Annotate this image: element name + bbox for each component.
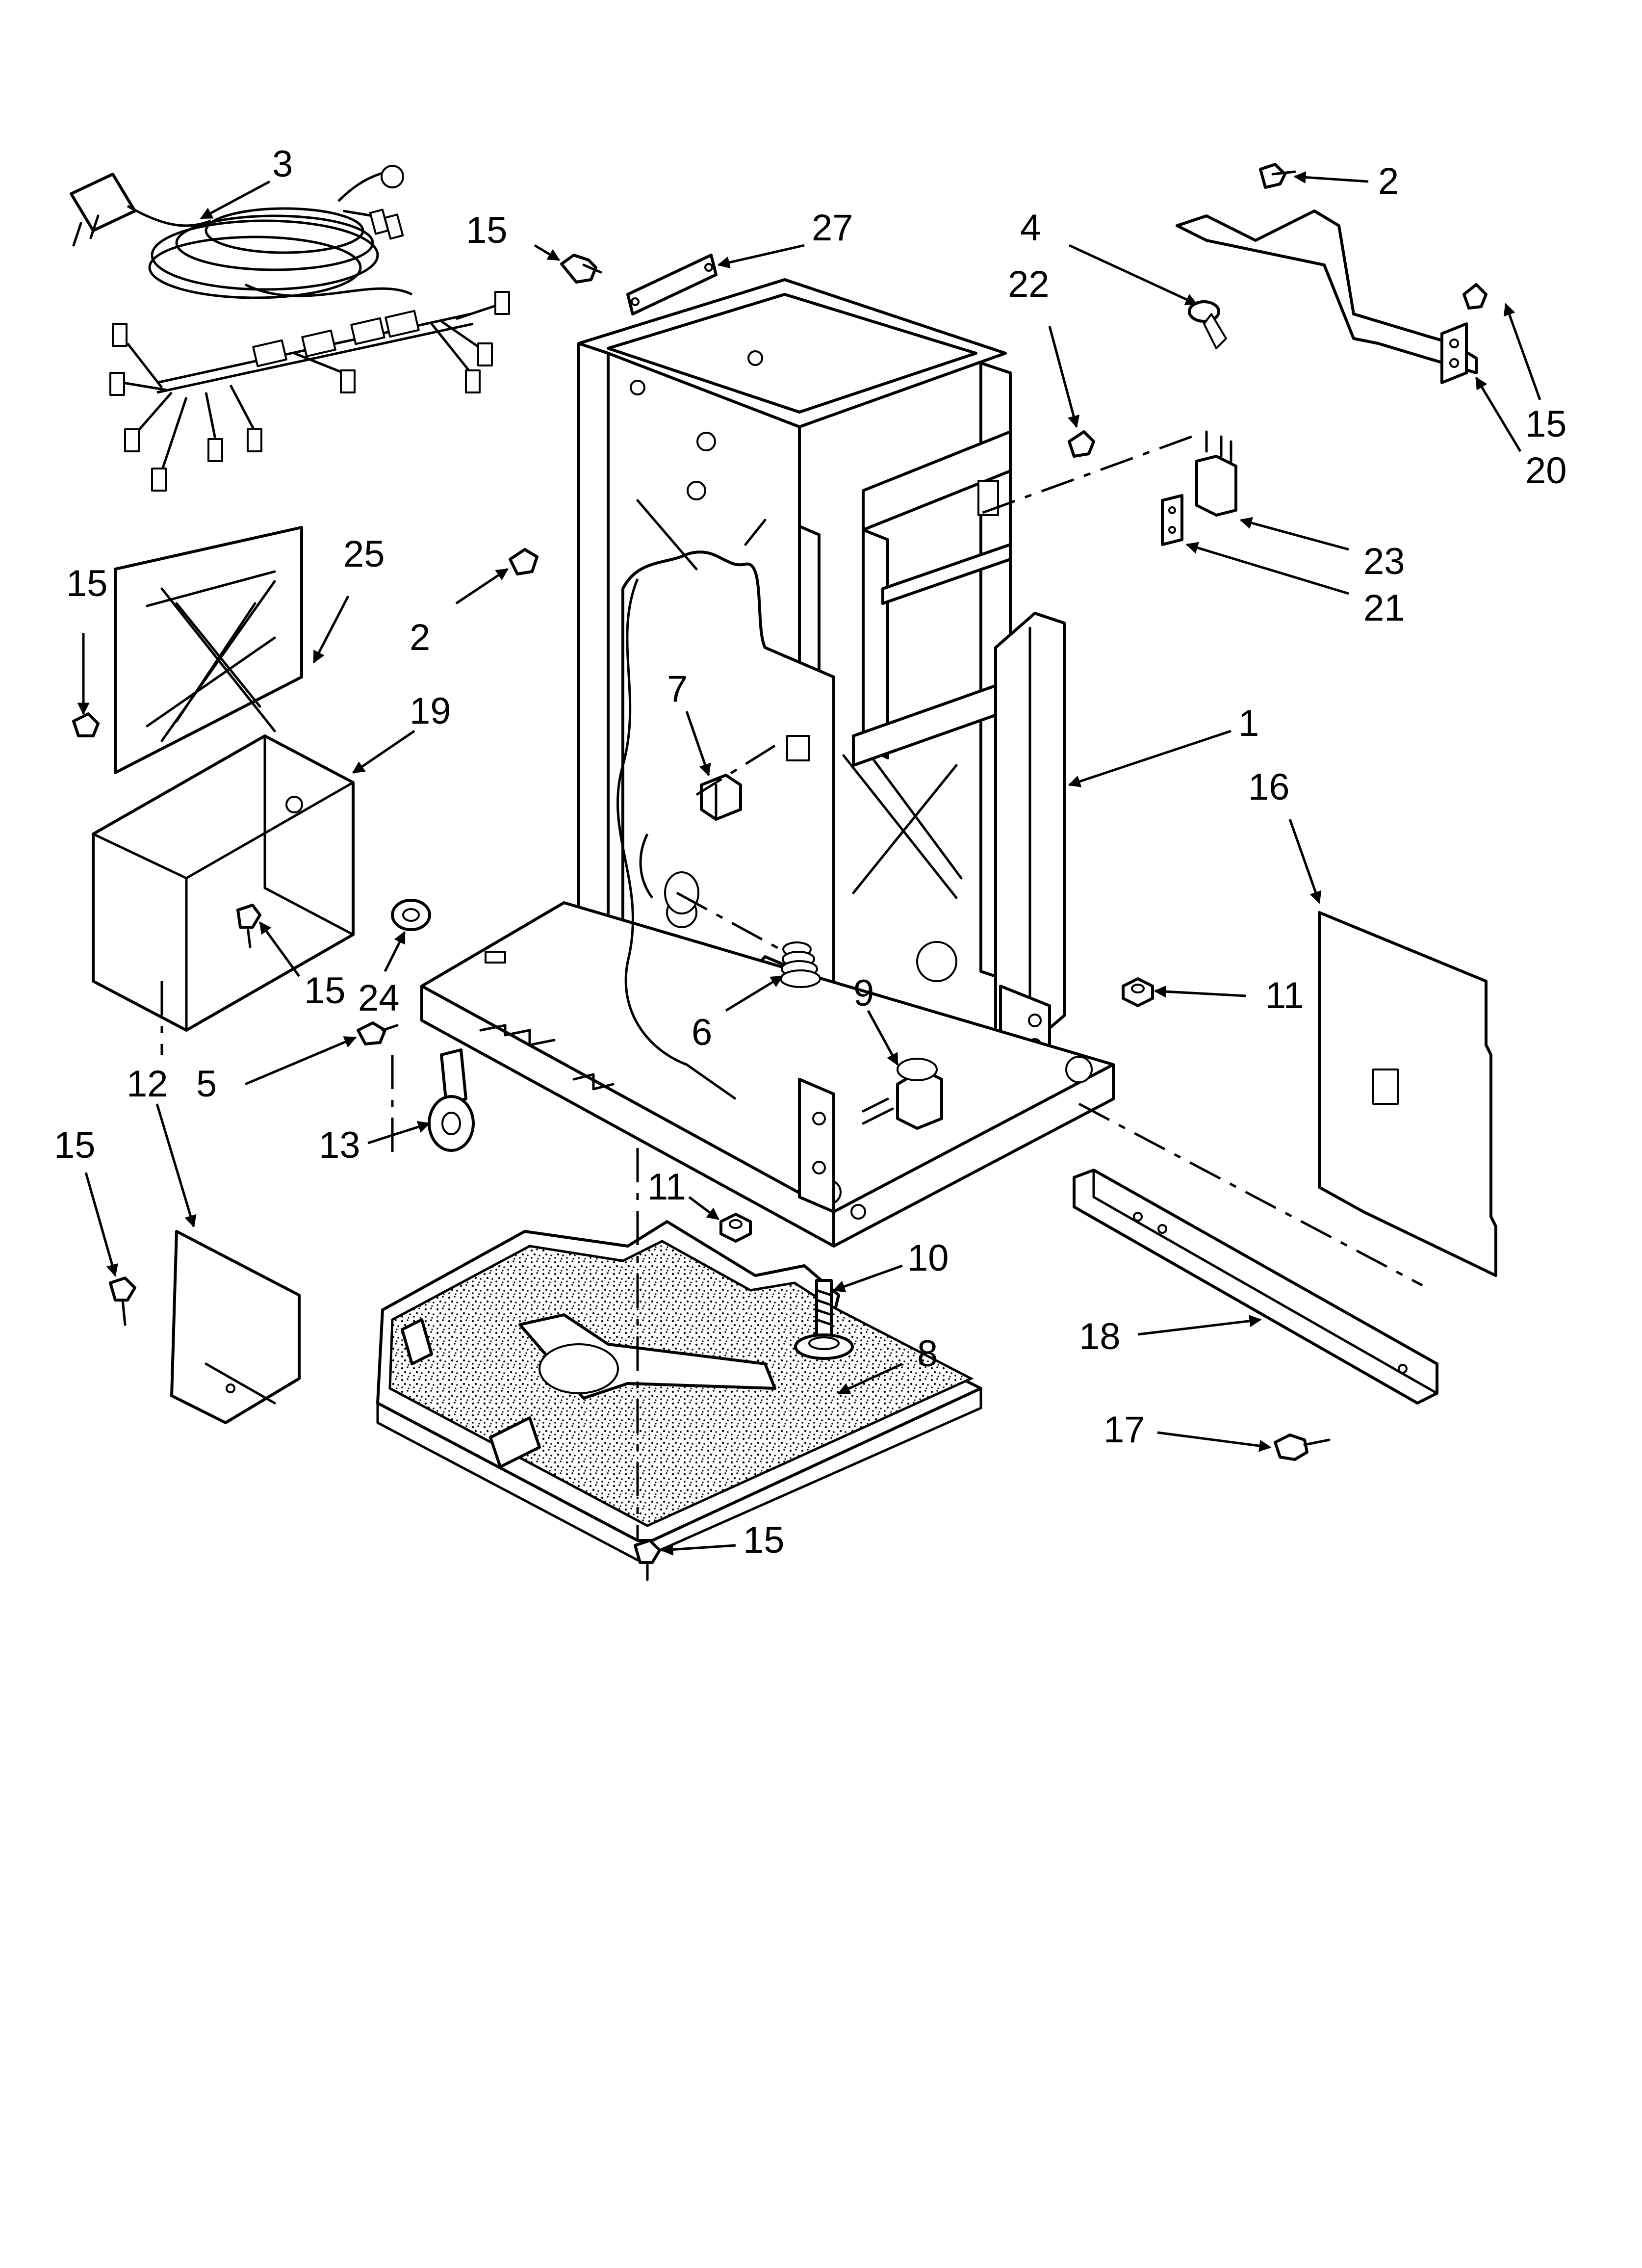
callout-9: 9 [853,972,874,1014]
callout-15c: 15 [66,563,108,604]
leader-27 [717,244,805,269]
leader-1 [1068,730,1232,787]
grommet [391,899,431,931]
callout-12: 12 [127,1063,168,1105]
alignment-lines [160,435,1423,1540]
screw-2-top-right [1259,163,1296,189]
screw-22 [1068,430,1095,458]
callout-21: 21 [1363,587,1405,629]
nut-rear [1122,977,1154,1007]
rear-rail [1073,1169,1438,1405]
leader-15a [534,244,561,261]
callout-22: 22 [1008,263,1050,305]
callout-13: 13 [319,1124,360,1166]
leader-10 [832,1264,903,1293]
leader-6 [725,975,784,1012]
callout-2a: 2 [1378,160,1399,202]
callout-15f: 15 [743,1519,785,1561]
callout-3: 3 [272,143,293,185]
drive-motor [862,1058,943,1130]
callout-17: 17 [1103,1409,1145,1451]
leader-7 [685,711,711,777]
power-cord-and-harness [70,165,510,492]
leader-15d [258,921,301,977]
leader-2b [455,568,509,605]
leader-23 [1239,517,1349,551]
leader-21 [1185,542,1349,595]
screw-2-mid [509,548,539,575]
leader-25 [312,595,350,664]
leader-12 [155,1103,197,1228]
toe-kick-panel [170,1230,301,1424]
leader-3 [200,180,271,220]
leader-22 [1048,326,1080,428]
leader-11a [1154,985,1246,998]
leveling-leg [794,1279,854,1360]
side-panel [1318,911,1497,1277]
callout-5: 5 [196,1063,217,1105]
leader-16 [1288,819,1322,904]
cabinet-frame [420,278,1115,1248]
screw-15-right [1462,283,1488,310]
callout-15d: 15 [304,970,346,1012]
callout-labels: 3 15 27 2 4 22 15 20 23 21 15 25 2 19 7 … [54,143,1567,1561]
leader-4 [1068,244,1198,306]
callout-15e: 15 [54,1124,96,1166]
callout-18: 18 [1079,1316,1121,1357]
base-pan [376,1220,982,1562]
leader-2a [1293,171,1369,183]
leader-9 [867,1010,899,1066]
leader-24 [384,931,406,972]
callout-19: 19 [410,690,451,732]
callout-27: 27 [812,207,853,249]
leader-18 [1137,1315,1262,1336]
caster-wheel [428,1048,475,1152]
back-cover-plate [114,526,303,774]
callout-7: 7 [667,668,688,710]
top-bracket [1176,209,1478,384]
spring [780,941,821,988]
thermal-switch [1195,430,1237,517]
leader-15f [661,1543,736,1556]
leader-15e [84,1172,118,1277]
callout-11b: 11 [647,1166,686,1208]
switch-bracket [1161,494,1183,546]
callout-15a: 15 [466,209,508,251]
callout-1: 1 [1238,703,1259,744]
screw-15-kick [109,1277,136,1326]
leader-11b [688,1196,719,1220]
hinge-bracket [626,254,718,315]
screw-15-left [72,712,100,737]
screw-15-shield [236,904,261,948]
leader-arrows [77,171,1541,1556]
callout-2b: 2 [410,617,430,658]
callout-25: 25 [343,533,385,575]
callout-4: 4 [1020,207,1041,249]
screw-17 [1274,1434,1331,1461]
leader-13 [367,1121,431,1145]
side-shield [92,734,355,1032]
screw-15-top [560,254,602,284]
callout-6: 6 [692,1012,712,1053]
screw-15-bottom [634,1539,661,1581]
leader-15b [1503,303,1541,400]
wire-clip [1188,300,1227,349]
callout-10: 10 [907,1237,949,1279]
callout-23: 23 [1363,541,1405,582]
callout-11a: 11 [1265,975,1304,1017]
screw-5 [357,1021,399,1045]
leader-5 [245,1036,357,1086]
nut-front [719,1213,752,1243]
leader-17 [1157,1431,1272,1452]
callout-15b: 15 [1525,403,1567,445]
callout-24: 24 [358,977,400,1019]
leader-8 [837,1362,903,1395]
callout-8: 8 [917,1333,938,1375]
callout-20: 20 [1525,450,1567,492]
leader-19 [352,730,415,774]
leader-20 [1475,376,1522,452]
callout-16: 16 [1248,766,1290,808]
